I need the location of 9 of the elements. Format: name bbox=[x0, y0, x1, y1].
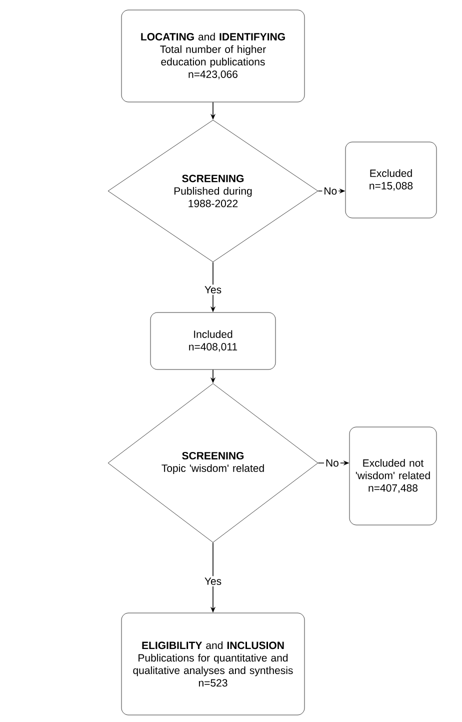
process-box: ELIGIBILITY and INCLUSION Publications for quantitative and qualitative analyses and synthesis n=523 bbox=[121, 612, 305, 716]
process-box: Excluded n=15,088 bbox=[345, 142, 437, 218]
process-box: LOCATING and IDENTIFYING Total number of higher education publications n=423,066 bbox=[121, 10, 305, 102]
process-box: Included n=408,011 bbox=[150, 312, 276, 370]
process-box: Excluded not 'wisdom' related n=407,488 bbox=[349, 426, 437, 526]
edge-label: No bbox=[322, 186, 339, 196]
edge-label: Yes bbox=[202, 576, 224, 586]
edge-label: Yes bbox=[202, 284, 224, 295]
edge-label: No bbox=[324, 458, 340, 468]
